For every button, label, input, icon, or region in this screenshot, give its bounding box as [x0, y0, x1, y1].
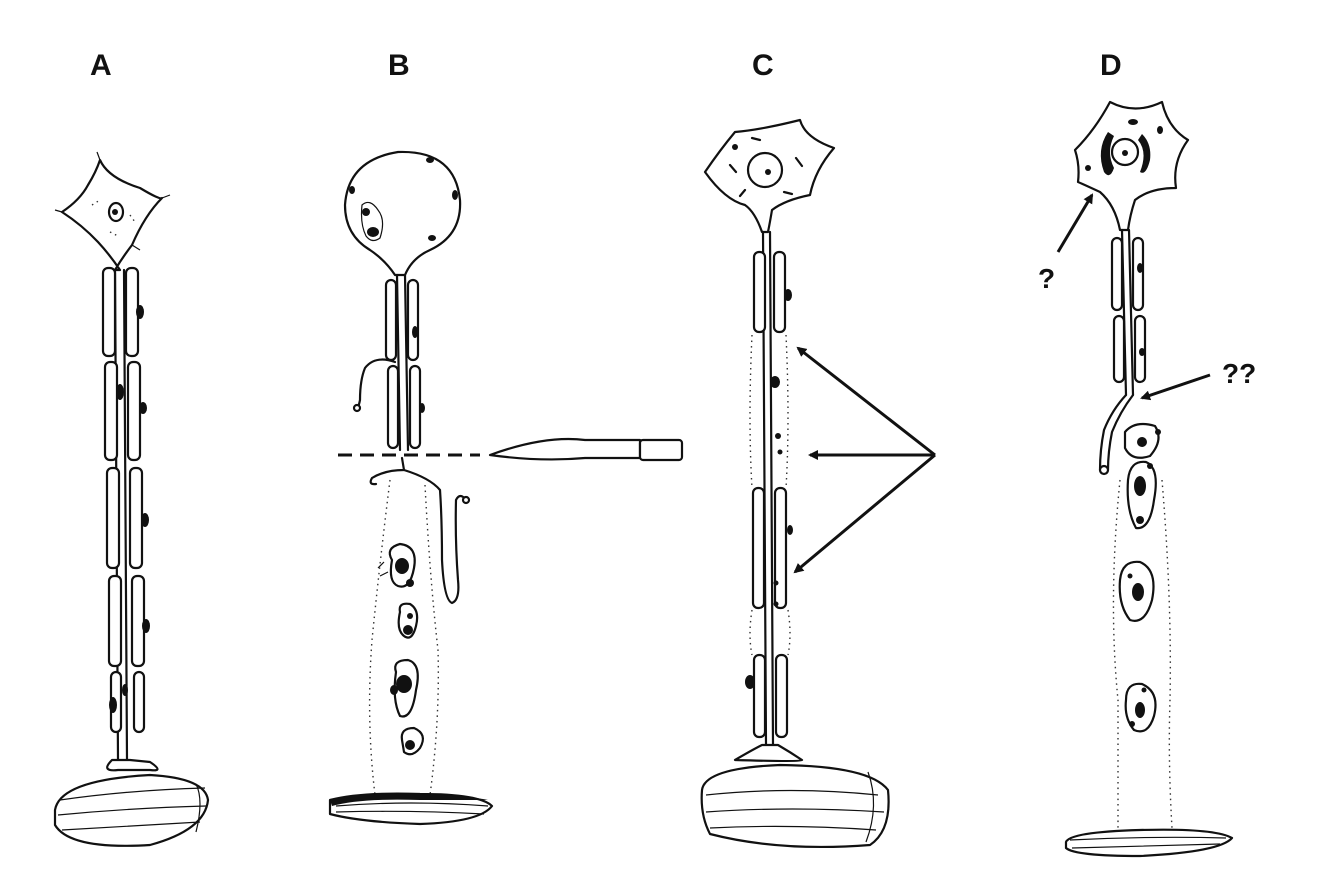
panel-b: B: [330, 49, 682, 824]
panel-c: C: [702, 49, 935, 847]
question-mark-label: ?: [1038, 263, 1055, 294]
panel-b-label: B: [388, 49, 410, 82]
panel-d: D: [1038, 49, 1256, 856]
panel-a: A: [55, 49, 208, 846]
panel-a-muscle-fiber: [55, 775, 208, 846]
panel-c-axon: [745, 232, 793, 745]
panel-c-terminal: [735, 745, 802, 761]
panel-b-muscle-fiber: [330, 794, 492, 824]
panel-b-distal-segment: [370, 458, 469, 795]
panel-c-muscle-fiber: [702, 765, 889, 847]
double-question-mark-label: ??: [1222, 358, 1256, 389]
panel-d-distal-segment: [1113, 424, 1172, 828]
panel-a-label: A: [90, 49, 112, 82]
panel-b-proximal-axon: [354, 275, 425, 450]
scalpel-icon: [490, 439, 682, 460]
panel-c-nucleus: [748, 153, 782, 187]
panel-d-annotations: ? ??: [1038, 195, 1256, 398]
panel-c-label: C: [752, 49, 774, 82]
panel-c-arrows: [795, 348, 935, 572]
panel-d-muscle-fiber: [1066, 830, 1232, 856]
panel-d-label: D: [1100, 49, 1122, 82]
panel-a-axon: [103, 268, 150, 760]
panel-b-cell-body: [345, 152, 460, 275]
panel-a-terminal: [107, 760, 157, 770]
